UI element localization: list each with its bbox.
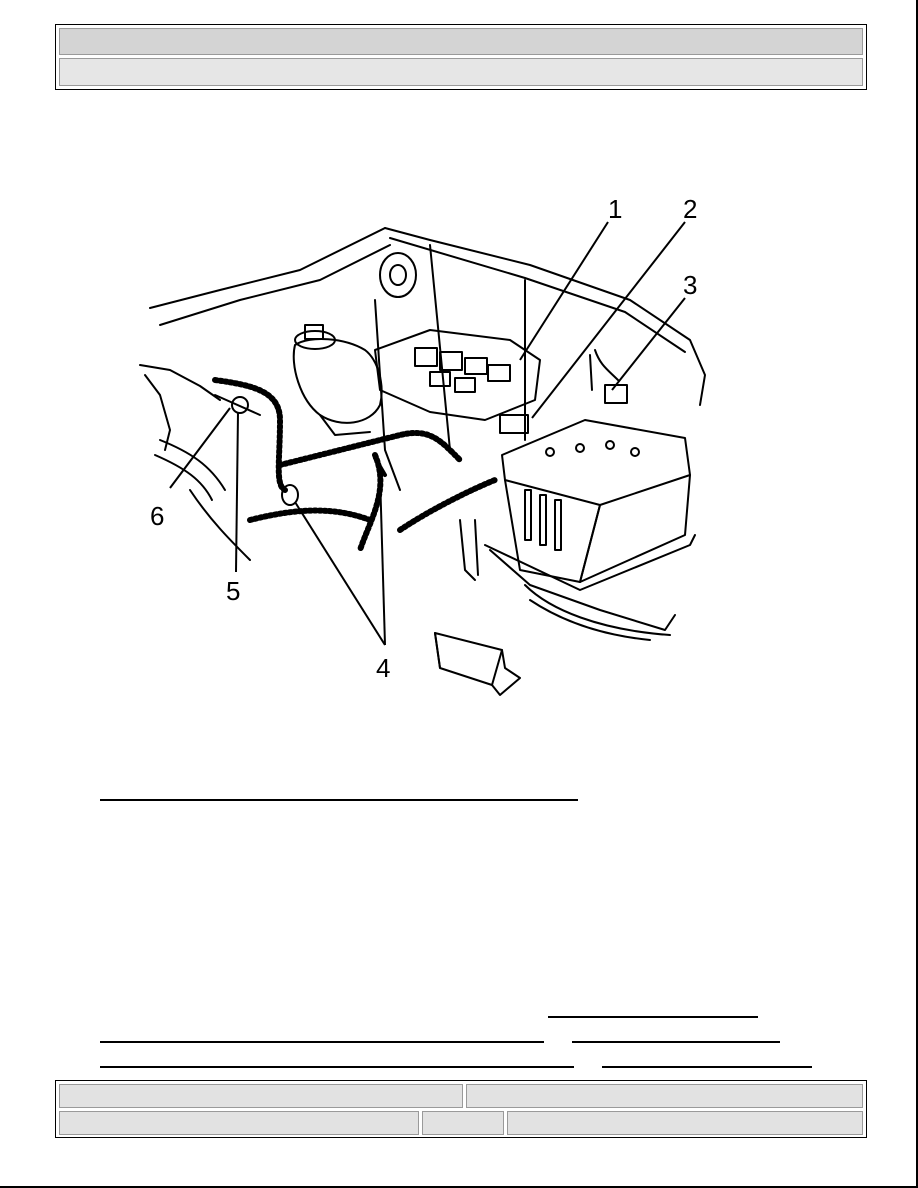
engine-compartment-illustration: 1 2 3 4 5 6 [130,190,720,710]
link-underline-2a[interactable] [100,1041,544,1043]
callout-2: 2 [683,194,697,224]
caption-underline [100,799,578,801]
link-underline-3b[interactable] [602,1066,812,1068]
header-subtitle-row [59,58,863,86]
callout-4: 4 [376,653,390,683]
link-underline-3a[interactable] [100,1066,574,1068]
page-footer-table [55,1080,867,1138]
callout-5: 5 [226,576,240,606]
footer-mid-bottom [422,1111,504,1135]
link-underline-1[interactable] [548,1016,758,1018]
footer-left-top [59,1084,463,1108]
page-header-table [55,24,867,90]
header-title-row [59,28,863,55]
footer-right-top [466,1084,863,1108]
callout-3: 3 [683,270,697,300]
callout-6: 6 [150,501,164,531]
illustration-svg: 1 2 3 4 5 6 [139,194,706,696]
footer-right-bottom [507,1111,863,1135]
link-underline-2b[interactable] [572,1041,780,1043]
callout-1: 1 [608,194,622,224]
footer-left-bottom [59,1111,419,1135]
